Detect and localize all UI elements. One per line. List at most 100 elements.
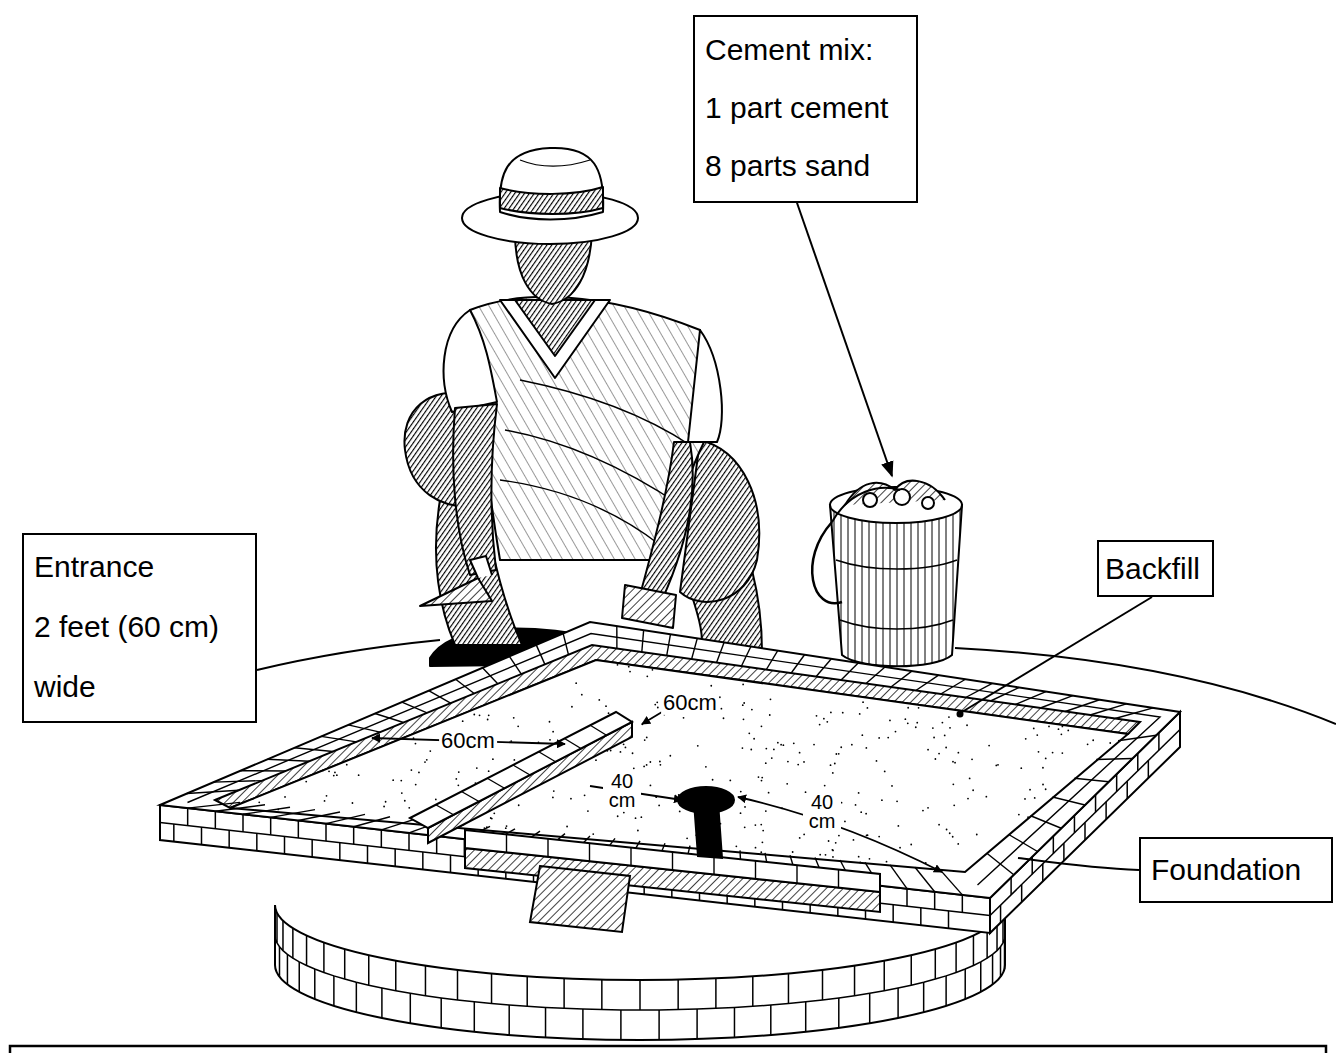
backfill-stipple <box>506 825 508 827</box>
backfill-stipple <box>617 815 619 817</box>
backfill-stipple <box>799 752 801 754</box>
backfill-stipple <box>744 806 746 808</box>
backfill-stipple <box>761 725 763 727</box>
backfill-stipple <box>518 804 520 806</box>
builder-figure <box>500 148 604 220</box>
backfill-stipple <box>486 826 488 828</box>
brick-joint <box>945 976 947 1006</box>
brick-joint <box>1084 823 1086 841</box>
backfill-stipple <box>758 776 760 778</box>
brick-joint <box>934 892 936 910</box>
backfill-stipple <box>761 780 763 782</box>
backfill-stipple <box>490 817 492 819</box>
backfill-stipple <box>352 802 354 804</box>
brick-joint <box>883 961 885 991</box>
backfill-stipple <box>305 781 307 783</box>
backfill-stipple <box>415 784 417 786</box>
brick-joint <box>539 752 556 762</box>
brick-joint <box>964 969 966 999</box>
backfill-stipple <box>740 791 742 793</box>
backfill-stipple <box>985 796 987 798</box>
builder-figure <box>404 148 778 666</box>
dimension-label: 40 cm <box>803 793 841 831</box>
brick-joint <box>368 955 370 985</box>
backfill-stipple <box>742 704 744 706</box>
brick-joint <box>1021 885 1023 903</box>
brick-joint <box>487 778 504 788</box>
backfill-stipple <box>252 798 254 800</box>
backfill-stipple <box>832 772 834 774</box>
backfill-stipple <box>457 784 459 786</box>
backfill-stipple <box>479 714 481 716</box>
brick-joint <box>734 1007 736 1037</box>
backfill-stipple <box>584 794 586 796</box>
backfill-stipple <box>946 829 948 831</box>
backfill-stipple <box>635 817 637 819</box>
drop-hole <box>678 787 734 858</box>
brick-joint <box>1074 815 1076 833</box>
backfill-stipple <box>252 664 1111 864</box>
brick-joint <box>805 1002 807 1032</box>
backfill-stipple <box>656 701 658 703</box>
brick-joint <box>906 889 908 907</box>
builder-figure <box>520 380 690 445</box>
backfill-stipple <box>761 777 763 779</box>
backfill-stipple <box>617 664 619 666</box>
backfill-stipple <box>277 808 279 810</box>
backfill-stipple <box>346 764 348 766</box>
backfill-stipple <box>1024 798 1026 800</box>
backfill-stipple <box>927 807 929 809</box>
backfill-stipple <box>735 845 737 847</box>
callout-text: Backfill <box>1105 542 1206 595</box>
backfill-stipple <box>488 770 490 772</box>
backfill-stipple <box>1038 751 1040 753</box>
backfill-stipple <box>581 694 583 696</box>
brick-joint <box>892 905 894 923</box>
dimension-arrow <box>642 712 662 724</box>
brick-joint <box>279 947 281 977</box>
brick-joint <box>658 1010 660 1040</box>
backfill-stipple <box>628 666 630 668</box>
partition-wall <box>428 722 632 843</box>
backfill-stipple <box>835 842 837 844</box>
backfill-stipple <box>435 799 437 801</box>
builder-figure <box>640 442 693 600</box>
backfill-stipple <box>401 792 403 794</box>
backfill-stipple <box>659 761 661 763</box>
ground-line <box>257 640 440 670</box>
backfill-stipple <box>1042 784 1044 786</box>
backfill-stipple <box>493 812 495 814</box>
builder-figure <box>505 430 680 505</box>
backfill-stipple <box>629 671 631 673</box>
brick-joint <box>298 812 340 821</box>
backfill-stipple <box>787 761 789 763</box>
leader-line <box>796 200 892 476</box>
cement-bucket <box>812 481 962 667</box>
backfill-stipple <box>705 766 707 768</box>
backfill-stipple <box>751 709 753 711</box>
squat-slab <box>160 622 1180 898</box>
brick-joint <box>770 1005 772 1035</box>
brick-joint <box>696 1009 698 1039</box>
backfill-stipple <box>826 721 828 723</box>
cement-bucket <box>840 620 953 629</box>
backfill-stipple <box>683 717 685 719</box>
backfill-stipple <box>328 770 330 772</box>
backfill-stipple <box>743 718 745 720</box>
backfill-stipple <box>587 810 589 812</box>
backfill-stipple <box>549 739 551 741</box>
backfill-stipple <box>605 705 607 707</box>
callout-text: Foundation <box>1151 839 1321 901</box>
backfill-stipple <box>1034 797 1036 799</box>
backfill-stipple <box>1018 814 1020 816</box>
backfill-stipple <box>859 713 861 715</box>
brick-joint <box>565 739 582 749</box>
brick-joint <box>271 810 315 818</box>
backfill-stipple <box>1109 742 1111 744</box>
backfill-stipple <box>842 712 844 714</box>
dimension-label: 60cm <box>661 691 719 715</box>
brick-joint <box>188 802 240 808</box>
brick-joint <box>755 861 756 879</box>
brick-joint <box>333 976 335 1006</box>
